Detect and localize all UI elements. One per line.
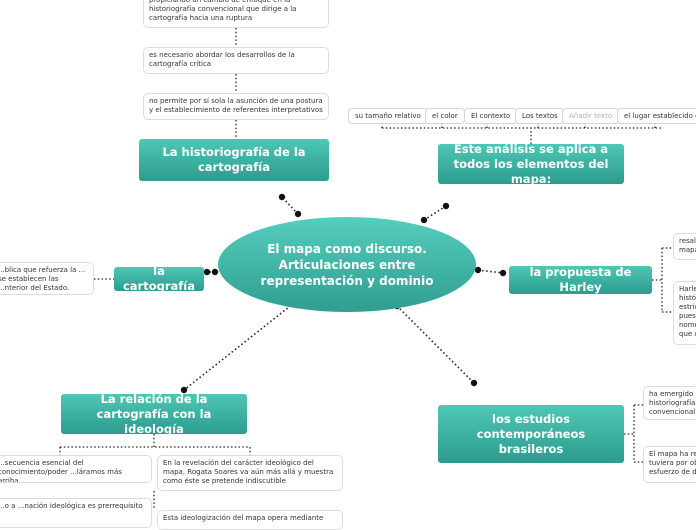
connector bbox=[477, 269, 504, 274]
connector bbox=[183, 302, 295, 391]
note-ideologizacion[interactable]: Esta ideologización del mapa opera media… bbox=[157, 510, 343, 530]
chip-color[interactable]: el color bbox=[425, 108, 465, 124]
topic-historiografia[interactable]: La historiografía de la cartografía bbox=[139, 139, 329, 181]
note-mapa-objeto[interactable]: El mapa ha re... tuviera por ob... esfue… bbox=[643, 446, 696, 483]
note-ruptura[interactable]: propiciando un cambio de enfoque en la h… bbox=[143, 0, 329, 28]
chip-contexto[interactable]: El contexto bbox=[464, 108, 518, 124]
branch-connector bbox=[624, 404, 643, 463]
branch-connector bbox=[59, 434, 251, 510]
note-conocimiento-poder[interactable]: ...secuencia esencial del conocimiento/p… bbox=[0, 455, 152, 483]
connector-dot bbox=[180, 386, 188, 394]
topic-cartografia[interactable]: la cartografía bbox=[114, 264, 204, 293]
topic-harley[interactable]: la propuesta de Harley bbox=[509, 265, 652, 294]
chip-tamano[interactable]: su tamaño relativo bbox=[348, 108, 428, 124]
connector-dot bbox=[420, 216, 428, 224]
chip-add-text[interactable]: Añadir texto bbox=[562, 108, 620, 124]
note-harley-historia[interactable]: Harle... histó... estric... pues... nome… bbox=[673, 281, 696, 345]
connector-dot bbox=[203, 268, 211, 276]
connector-dot bbox=[294, 210, 302, 218]
central-topic[interactable]: El mapa como discurso. Articulaciones en… bbox=[218, 217, 476, 312]
note-emergido[interactable]: ha emergido u... historiografía ... conv… bbox=[643, 386, 696, 420]
branch-connector bbox=[652, 247, 673, 313]
topic-estudios[interactable]: los estudios contemporáneos brasileros bbox=[438, 405, 624, 463]
connector-dot bbox=[474, 266, 482, 274]
connector bbox=[423, 205, 447, 221]
topic-ideologia[interactable]: La relación de la cartografía con la ide… bbox=[61, 392, 247, 436]
connector-dot bbox=[470, 379, 478, 387]
connector-dot bbox=[442, 202, 450, 210]
connector-dot bbox=[211, 268, 219, 276]
connector-dot bbox=[499, 269, 507, 277]
note-estado[interactable]: ...blica que refuerza la ... se establec… bbox=[0, 262, 94, 295]
note-cartografia-critica[interactable]: es necesario abordar los desarrollos de … bbox=[143, 47, 329, 74]
connector bbox=[396, 305, 475, 384]
branch-connector bbox=[381, 124, 663, 144]
connector bbox=[281, 196, 299, 215]
note-postura[interactable]: no permite por sí sola la asunción de un… bbox=[143, 93, 329, 120]
note-prerrequisito[interactable]: ...o a ...nación ideológica es prerrequi… bbox=[0, 498, 152, 528]
connector-dot bbox=[278, 193, 286, 201]
chip-textos[interactable]: Los textos bbox=[515, 108, 565, 124]
note-resalta[interactable]: resal... mapa... bbox=[673, 233, 696, 260]
chip-lugar[interactable]: el lugar establecido con bbox=[617, 108, 696, 124]
note-caracter-ideologico[interactable]: En la revelación del carácter ideológico… bbox=[157, 455, 343, 491]
topic-analisis[interactable]: Este análisis se aplica a todos los elem… bbox=[438, 142, 624, 186]
